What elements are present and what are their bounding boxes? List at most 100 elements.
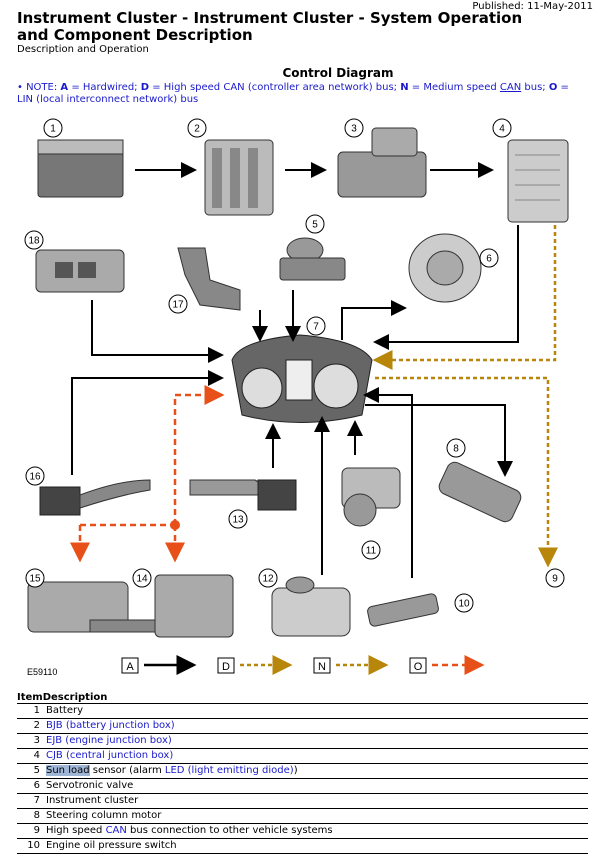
- callout-label: 2: [194, 124, 200, 135]
- note-text-d: = High speed CAN (controller area networ…: [149, 82, 401, 93]
- description-link[interactable]: LED (light emitting diode): [164, 765, 294, 776]
- description-text: Servotronic valve: [46, 780, 134, 791]
- note-text-o: = LIN (local interconnect network) bus: [17, 82, 569, 105]
- legend-item-d: D: [217, 655, 293, 675]
- callout-label: 13: [232, 515, 244, 526]
- legend-item-n: N: [313, 655, 389, 675]
- legend-item-o: O: [409, 655, 485, 675]
- legend-item-a: A: [121, 655, 197, 675]
- servotronic-valve-shape: [408, 233, 482, 303]
- stalk-16-shape: [39, 479, 151, 516]
- item-description: Servotronic valve: [43, 778, 588, 794]
- ejb-shape: [337, 127, 427, 198]
- callout-15: 15: [25, 568, 45, 588]
- description-link[interactable]: CJB (central junction box): [46, 750, 174, 761]
- note-prefix: • NOTE:: [17, 82, 61, 93]
- description-text: Instrument cluster: [46, 795, 139, 806]
- callout-label: 7: [313, 322, 319, 333]
- item-number: 4: [17, 748, 43, 764]
- lin-lines: [70, 385, 225, 563]
- callout-14: 14: [132, 568, 152, 588]
- callout-8: 8: [446, 438, 466, 458]
- description-link[interactable]: CAN: [105, 825, 127, 836]
- steering-motor-shape: [438, 461, 522, 523]
- column-15-shape: [27, 581, 171, 633]
- can-link[interactable]: CAN: [499, 82, 522, 93]
- callout-label: 17: [172, 300, 184, 311]
- description-text: Steering column motor: [46, 810, 162, 821]
- instrument-cluster-shape: [231, 334, 373, 423]
- item-number: 10: [17, 838, 43, 854]
- stalk-13-shape: [189, 479, 297, 511]
- callout-label: 5: [312, 220, 318, 231]
- item-number: 5: [17, 763, 43, 779]
- note-key-o: O: [548, 82, 558, 93]
- item-number: 9: [17, 823, 43, 839]
- callout-9: 9: [545, 568, 565, 588]
- legend-label: O: [414, 661, 423, 673]
- item-description: Instrument cluster: [43, 793, 588, 809]
- highlighted-text: Sun load: [46, 765, 90, 776]
- page-subtitle: Description and Operation: [17, 44, 149, 55]
- note-key-a: A: [60, 82, 69, 93]
- callout-7: 7: [306, 316, 326, 336]
- high-speed-can-lines: [372, 225, 558, 568]
- callout-12: 12: [258, 568, 278, 588]
- callout-2: 2: [187, 118, 207, 138]
- legend-label: A: [126, 661, 134, 673]
- legend-label: D: [222, 661, 230, 673]
- item-description: Sun load sensor (alarm LED (light emitti…: [43, 763, 588, 779]
- callout-label: 11: [366, 546, 377, 557]
- reservoir-12-shape: [271, 576, 351, 637]
- module-14-shape: [154, 574, 234, 638]
- item-number: 6: [17, 778, 43, 794]
- item-number: 1: [17, 703, 43, 719]
- callout-label: 9: [552, 574, 558, 585]
- switch-11-shape: [341, 467, 401, 527]
- battery-shape: [37, 139, 124, 198]
- item-description: Steering column motor: [43, 808, 588, 824]
- callout-4: 4: [492, 118, 512, 138]
- pressure-switch-10-shape: [367, 593, 439, 627]
- item-number: 2: [17, 718, 43, 734]
- callout-label: 15: [29, 574, 41, 585]
- callout-label: 4: [499, 124, 505, 135]
- item-description: BJB (battery junction box): [43, 718, 588, 734]
- note-text-n: = Medium speed: [408, 82, 500, 93]
- note-text-n2: bus;: [521, 82, 549, 93]
- item-description: EJB (engine junction box): [43, 733, 588, 749]
- description-text: High speed: [46, 825, 106, 836]
- callout-label: 18: [28, 236, 40, 247]
- callout-5: 5: [305, 214, 325, 234]
- description-link[interactable]: EJB (engine junction box): [46, 735, 172, 746]
- section-heading: Control Diagram: [282, 66, 394, 80]
- callout-13: 13: [228, 509, 248, 529]
- callout-label: 10: [458, 599, 470, 610]
- item-description: Engine oil pressure switch: [43, 838, 588, 854]
- published-date: Published: 11-May-2011: [472, 1, 593, 12]
- lin-junction-dot: [170, 520, 180, 530]
- cjb-shape: [507, 139, 569, 223]
- items-heading: ItemDescription: [17, 692, 108, 703]
- page-title: Instrument Cluster - Instrument Cluster …: [17, 9, 523, 44]
- description-link[interactable]: BJB (battery junction box): [46, 720, 175, 731]
- callout-18: 18: [24, 230, 44, 250]
- callout-label: 1: [50, 124, 56, 135]
- switch-pack-shape: [35, 249, 125, 293]
- legend-label: N: [318, 661, 326, 673]
- callout-label: 3: [351, 124, 357, 135]
- note-key-d: D: [140, 82, 150, 93]
- callout-label: 14: [136, 574, 148, 585]
